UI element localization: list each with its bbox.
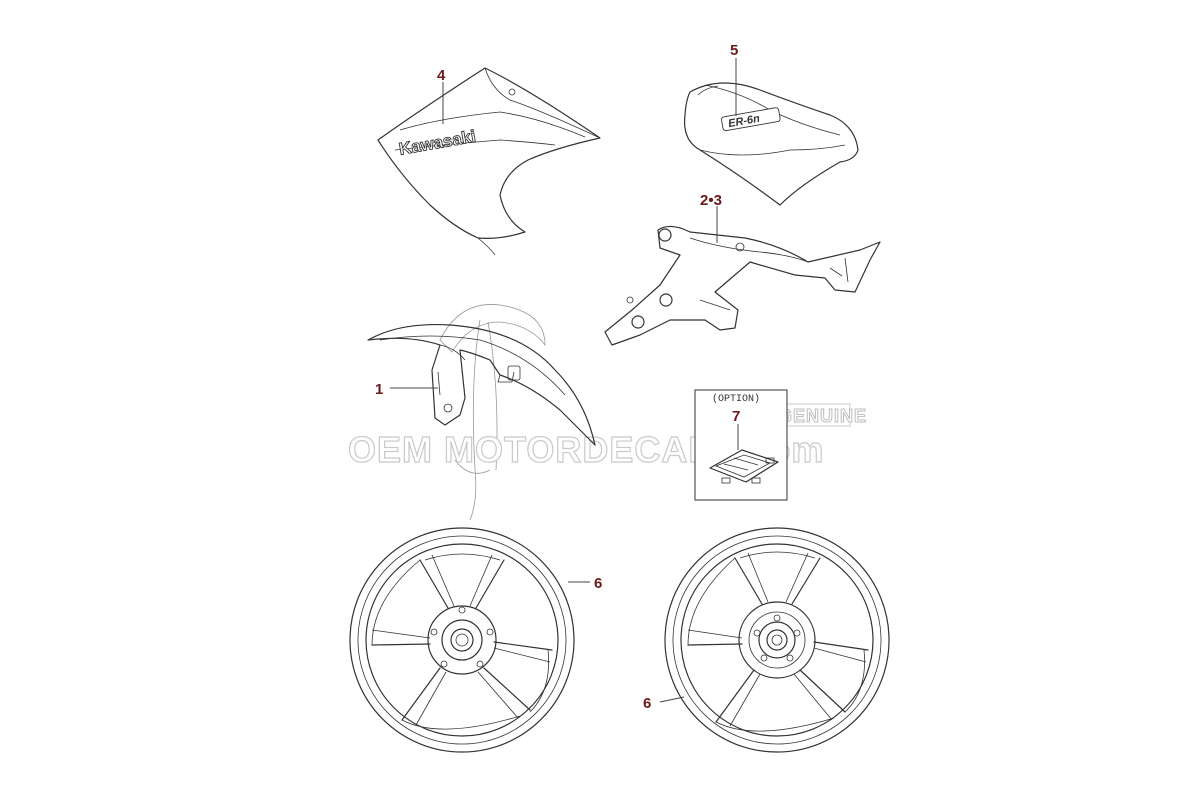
callout-5: 5 xyxy=(730,42,738,59)
seat-decal-text: ER-6n xyxy=(727,113,761,130)
rear-wheel-part xyxy=(664,527,890,753)
frame-cover-part xyxy=(604,225,881,346)
front-wheel-part xyxy=(349,527,575,753)
callout-4: 4 xyxy=(437,67,446,84)
watermark-seal-icon xyxy=(439,304,546,521)
front-fender-part xyxy=(367,324,596,446)
watermark-badge: GENUINE xyxy=(778,406,867,426)
callout-6-rear: 6 xyxy=(643,695,651,712)
option-part-decal xyxy=(709,449,779,484)
option-box-label: (OPTION) xyxy=(712,393,760,405)
callout-6-front: 6 xyxy=(594,575,602,592)
seat-cowl-part: ER-6n xyxy=(683,82,859,206)
tank-shroud-part: Kawasaki xyxy=(377,67,601,256)
option-box: (OPTION) xyxy=(694,389,788,501)
callout-2-3: 2•3 xyxy=(700,192,722,209)
tank-decal-text: Kawasaki xyxy=(398,127,478,159)
callout-7: 7 xyxy=(732,408,740,425)
callout-1: 1 xyxy=(375,381,383,398)
